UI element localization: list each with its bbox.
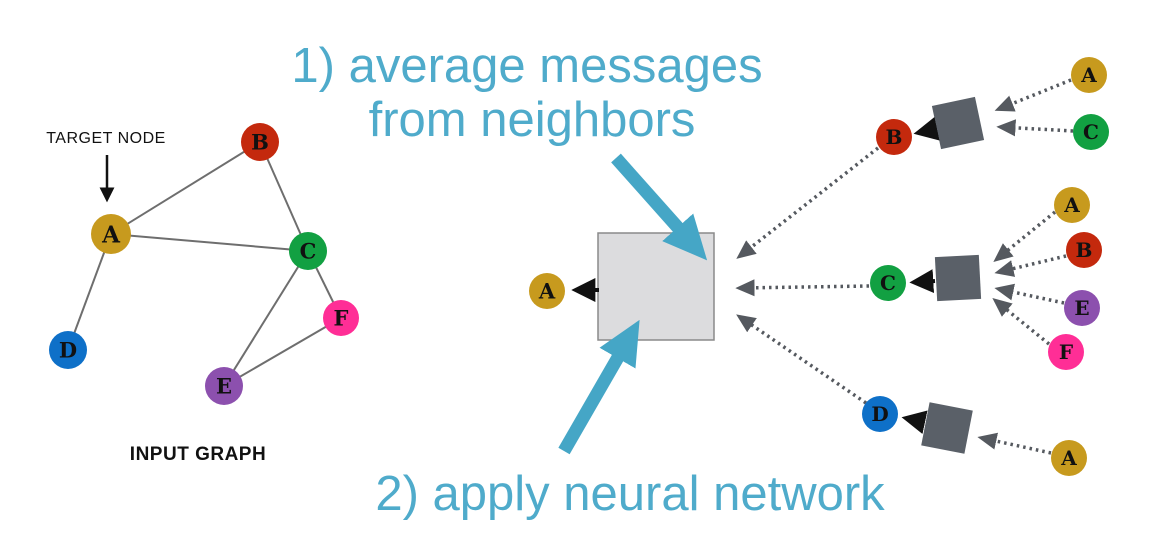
graph-node-e-label: E — [216, 374, 232, 399]
edge-c-e — [223, 250, 309, 387]
message-line-a-to-b-box — [994, 78, 1072, 112]
center-aggregation: A — [529, 146, 880, 455]
center-output-node-a — [529, 273, 565, 309]
graph-node-d — [49, 331, 87, 369]
aggregation-d: D A — [862, 396, 1087, 476]
b-source-node-c — [1073, 114, 1109, 150]
graph-node-c — [289, 232, 327, 270]
c-source-node-b-label: B — [1076, 238, 1093, 262]
agg-target-node-b — [876, 119, 912, 155]
agg-target-node-d — [862, 396, 898, 432]
step1-caption-line2: from neighbors — [369, 93, 696, 147]
b-source-node-a — [1071, 57, 1107, 93]
aggregator-box-d — [921, 402, 973, 454]
step1-annotation-arrow — [611, 153, 708, 261]
message-line-a-to-d-box — [977, 432, 1052, 455]
aggregation-c: C A B E F — [870, 187, 1102, 370]
input-graph-caption: INPUT GRAPH — [130, 444, 266, 465]
c-source-node-e-label: E — [1074, 296, 1089, 320]
graph-node-b — [241, 123, 279, 161]
d-source-node-a-label: A — [1060, 446, 1077, 470]
c-source-node-a — [1054, 187, 1090, 223]
agg-target-node-b-label: B — [886, 125, 903, 149]
d-box-output-arrow — [901, 410, 928, 434]
message-line-d-to-center — [736, 314, 867, 405]
graph-node-b-label: B — [251, 130, 269, 155]
c-source-node-e — [1064, 290, 1100, 326]
input-graph: A B C D E F TARGET NODE INPUT GRAPH — [46, 123, 359, 465]
edge-a-c — [110, 233, 309, 252]
graph-node-e — [205, 367, 243, 405]
graph-node-f — [323, 300, 359, 336]
graph-node-a-label: A — [101, 221, 121, 248]
c-source-node-a-label: A — [1063, 193, 1080, 217]
agg-target-node-c — [870, 265, 906, 301]
graph-node-c-label: C — [300, 239, 317, 264]
graph-node-d-label: D — [59, 338, 77, 363]
c-box-output-arrow — [909, 269, 936, 294]
aggregator-box-c — [934, 254, 982, 302]
d-source-node-a — [1051, 440, 1087, 476]
edge-e-f — [223, 317, 342, 387]
aggregator-box-b — [931, 96, 985, 150]
b-box-output-arrow — [913, 117, 940, 141]
graph-node-a — [91, 214, 131, 254]
graph-node-f-label: F — [334, 306, 349, 331]
aggregation-b: B A C — [876, 57, 1109, 155]
agg-target-node-d-label: D — [871, 402, 888, 426]
b-source-node-a-label: A — [1080, 63, 1097, 87]
message-line-c-to-b-box — [996, 119, 1074, 137]
message-line-a-to-c-box — [993, 210, 1057, 262]
agg-target-node-c-label: C — [880, 271, 896, 295]
edge-b-c — [259, 141, 309, 252]
c-source-node-b — [1066, 232, 1102, 268]
target-node-label: TARGET NODE — [46, 130, 166, 147]
message-line-c-to-center — [735, 279, 870, 297]
message-line-b-to-c-box — [994, 254, 1067, 277]
message-line-f-to-c-box — [992, 298, 1051, 346]
step1-caption-line1: 1) average messages — [291, 39, 762, 93]
center-output-node-a-label: A — [538, 279, 556, 304]
b-source-node-c-label: C — [1083, 120, 1099, 144]
c-source-node-f — [1048, 334, 1084, 370]
c-source-node-f-label: F — [1059, 340, 1073, 364]
edge-a-b — [110, 141, 261, 235]
message-line-e-to-c-box — [994, 283, 1065, 305]
message-line-b-to-center — [736, 146, 880, 259]
step2-caption: 2) apply neural network — [375, 467, 885, 521]
edge-a-d — [67, 233, 112, 351]
step2-annotation-arrow — [558, 319, 640, 455]
